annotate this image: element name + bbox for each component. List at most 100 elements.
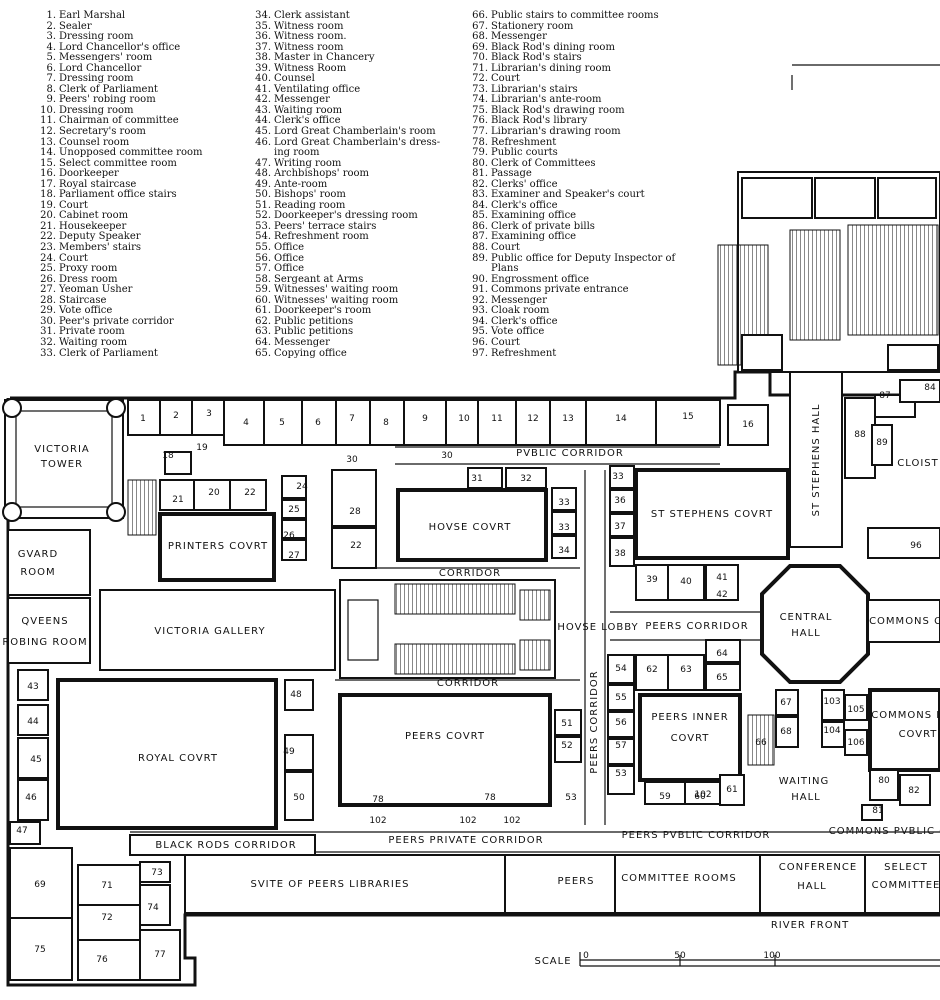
legend-text: ing room	[274, 147, 320, 159]
legend-number: 76.	[472, 115, 488, 127]
north-east-wing	[717, 171, 940, 373]
legend-text: Vote office	[59, 305, 113, 317]
printers-court	[158, 512, 276, 582]
legend-number: 7.	[46, 73, 56, 85]
room-65-label: 65	[716, 673, 727, 683]
legend-number: 45.	[255, 126, 271, 138]
room-78a-label: 78	[372, 795, 384, 805]
peers-corridor-label: PEERS CORRIDOR	[645, 621, 748, 632]
legend-entry: 13.Counsel room	[40, 136, 202, 149]
legend-text: Office	[274, 252, 305, 264]
legend-number: 40.	[255, 73, 271, 85]
legend-text: Clerk's office	[491, 199, 558, 211]
legend-number: 1.	[46, 10, 56, 21]
room-63-label: 63	[680, 665, 691, 675]
legend-number: 92.	[472, 294, 488, 306]
legend-entry: 54.Refreshment room	[253, 232, 440, 243]
legend-number: 11.	[40, 115, 56, 127]
legend-text: Doorkeeper's room	[274, 305, 372, 317]
legend-number: 63.	[255, 326, 271, 338]
legend-number: 24.	[40, 252, 56, 264]
legend-text: Public office for Deputy Inspector of	[491, 252, 676, 264]
legend-text: Cloak room	[491, 305, 550, 317]
legend-entry: 26.Dress room	[40, 274, 202, 286]
legend-text: Stationery room	[491, 20, 574, 32]
legend-text: Archbishops' room	[274, 168, 369, 180]
legend-entry: 14.Unopposed committee room	[40, 148, 202, 159]
legend-number: 13.	[40, 136, 56, 148]
legend-number: 73.	[472, 83, 488, 95]
legend-text: Counsel	[274, 73, 315, 85]
legend-text: Chairman of committee	[59, 115, 179, 127]
legend-entry: 8.Clerk of Parliament	[40, 84, 202, 96]
peers-committee-label: PEERS	[558, 876, 595, 887]
room-77-label: 77	[154, 950, 165, 960]
legend-text: Dressing room	[59, 31, 134, 43]
peers-public-corridor-label: PEERS PVBLIC CORRIDOR	[622, 830, 771, 841]
room-1-label: 1	[140, 414, 146, 424]
legend-number: 83.	[472, 189, 488, 201]
legend-number: 47.	[255, 157, 271, 169]
legend-number: 19.	[40, 199, 56, 211]
legend-text: Private room	[59, 326, 125, 338]
legend-number: 56.	[255, 252, 271, 264]
legend-entry: 47.Writing room	[253, 157, 440, 170]
legend-text: Parliament office stairs	[59, 189, 177, 201]
legend-entry: 89.Public office for Deputy Inspector of	[470, 252, 676, 265]
legend-text: Lord Chancellor	[59, 62, 142, 74]
legend-text: Copying office	[274, 347, 347, 359]
legend-entry: 18.Parliament office stairs	[40, 190, 202, 201]
room-87-label: 87	[879, 391, 890, 401]
legend-number: 64.	[255, 336, 271, 348]
legend-entry: 94.Clerk's office	[470, 315, 675, 328]
legend-number: 48.	[255, 168, 271, 180]
legend-entry: 58.Sergeant at Arms	[253, 274, 440, 286]
legend-text: Librarian's stairs	[491, 83, 578, 95]
legend-text: Librarian's drawing room	[491, 126, 621, 138]
room-37-label: 37	[614, 522, 625, 532]
room-64-label: 64	[716, 649, 728, 659]
committee-rooms-label: COMMITTEE ROOMS	[621, 873, 737, 884]
room-102d-label: 102	[694, 790, 711, 800]
legend-entry: 15.Select committee room	[40, 158, 202, 170]
legend-text: Black Rod's drawing room	[491, 104, 625, 116]
legend-number: 10.	[40, 104, 56, 116]
suite-of-peers-libraries-label: SVITE OF PEERS LIBRARIES	[250, 879, 409, 890]
legend-text: Earl Marshal	[59, 10, 126, 21]
legend-entry: 82.Clerks' office	[470, 179, 675, 191]
legend-text: Refreshment room	[274, 231, 369, 243]
black-rods-corridor-label: BLACK RODS CORRIDOR	[155, 840, 296, 851]
legend-text: Passage	[491, 168, 532, 180]
legend-entry: 35.Witness room	[253, 21, 440, 33]
waiting-hall-label-line1: WAITING	[779, 776, 829, 787]
commons-public-corridor-label: COMMONS PVBLIC C	[829, 826, 940, 837]
legend-text: Office	[274, 242, 305, 254]
room-74-label: 74	[147, 903, 159, 913]
legend-number: 91.	[472, 284, 488, 296]
scale-label: SCALE	[534, 956, 571, 967]
victoria-tower-label-line2: TOWER	[40, 459, 83, 470]
legend-number: 42.	[255, 94, 271, 106]
room-32-label: 32	[520, 474, 531, 484]
legend-entry: 73.Librarian's stairs	[470, 83, 675, 96]
legend-number: 28.	[40, 294, 56, 306]
royal-court	[56, 678, 278, 830]
legend-entry: 6.Lord Chancellor	[40, 62, 202, 75]
printers-court-label: PRINTERS COVRT	[168, 541, 268, 552]
legend-text: Court	[59, 252, 88, 264]
room-88-label: 88	[854, 430, 866, 440]
legend-number: 32.	[40, 336, 56, 348]
legend-entry: 92.Messenger	[470, 294, 675, 307]
room-96-label: 96	[910, 541, 922, 551]
room-53a-label: 53	[565, 793, 576, 803]
river-north-rooms	[127, 399, 769, 446]
legend-number: 49.	[255, 178, 271, 190]
legend-entry: 68.Messenger	[470, 32, 675, 43]
central-hall-label-line2: HALL	[791, 628, 821, 639]
legend-entry: 37.Witness room	[253, 42, 440, 54]
legend-number: 86.	[472, 220, 488, 232]
legend-number: 65.	[255, 347, 271, 359]
house-court-label: HOVSE COVRT	[429, 522, 512, 533]
legend-text: Clerk's office	[491, 315, 558, 327]
